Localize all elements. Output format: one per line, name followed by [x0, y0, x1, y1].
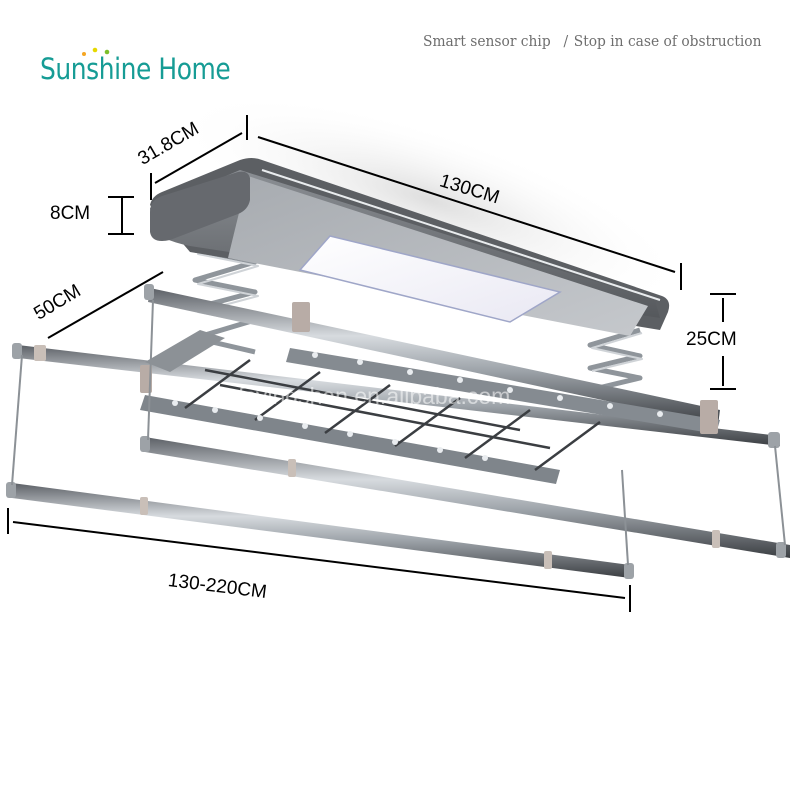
- logo-dots-icon: [82, 47, 110, 56]
- rail-end-cap: [292, 302, 310, 332]
- hanger-wires: [11, 299, 786, 566]
- tagline-obstruction-stop: Stop in case of obstruction: [573, 32, 762, 50]
- scissor-lift-right: [587, 327, 643, 393]
- housing-shadow: [172, 93, 688, 307]
- feature-tagline: Smart sensor chip /Stop in case of obstru…: [423, 32, 761, 50]
- dimension-housing-height-label: 8CM: [50, 203, 91, 224]
- lower-hanging-rod-1: [140, 436, 790, 558]
- dimension-lines: [7, 115, 736, 612]
- tagline-sensor-chip: Smart sensor chip: [423, 32, 551, 50]
- lower-hanging-rod-2: [6, 482, 634, 579]
- dimension-lift-height-label: 25CM: [686, 329, 737, 350]
- watermark: fsyingshan.en.alibaba.com: [238, 383, 511, 409]
- brand-logo: Sunshine Home: [40, 52, 231, 86]
- motor-housing: [150, 158, 670, 336]
- tagline-separator: /: [563, 32, 569, 50]
- led-light-panel: [298, 235, 562, 323]
- drying-rack-frame: [140, 284, 720, 484]
